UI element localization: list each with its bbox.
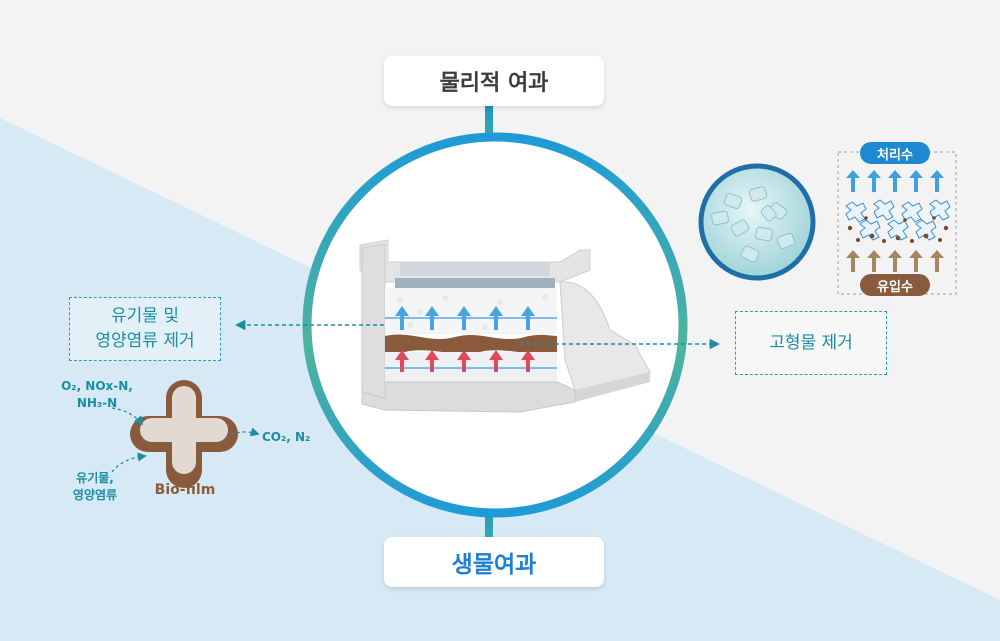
biofilm-input-top-arrow (111, 407, 144, 426)
solids-removal-box: 고형물 제거 (735, 311, 887, 375)
media-closeup (698, 163, 816, 281)
biofilm-input-bottom-line2: 영양염류 (72, 488, 118, 502)
organic-removal-line2: 영양염류 제거 (95, 331, 195, 351)
biofilm-label: Bio-film (154, 482, 216, 498)
physical-filtration-box: 물리적 여과 (384, 56, 604, 106)
biological-filtration-box: 생물여과 (384, 537, 604, 587)
solids-removal-label: 고형물 제거 (769, 332, 853, 353)
biological-filtration-label: 생물여과 (451, 552, 537, 578)
organic-removal-box: 유기물 및 영양염류 제거 (69, 297, 221, 361)
treated-water-label: 처리수 (877, 147, 913, 163)
biofilm-input-bottom-line1: 유기물, (76, 471, 114, 485)
media-flow-panel (837, 151, 957, 295)
inflow-water-label: 유입수 (877, 279, 913, 295)
sludge-layer (385, 334, 557, 354)
biofilm-output-label: CO₂, N₂ (262, 430, 311, 444)
biofilm-input-bottom: 유기물, 영양염류 (55, 470, 135, 504)
biofilm-input-top: O₂, NOx-N, NH₃-N (42, 378, 152, 412)
biofilm-input-top-line2: NH₃-N (76, 396, 118, 410)
organic-removal-line1: 유기물 및 (111, 306, 179, 326)
top-connector (485, 106, 493, 146)
treated-water-pill: 처리수 (860, 142, 930, 164)
filter-tank-illustration (359, 239, 651, 413)
physical-filtration-label: 물리적 여과 (439, 71, 549, 96)
biofilm-output-arrow (225, 427, 260, 439)
inflow-water-pill: 유입수 (860, 274, 930, 296)
biofilm-input-top-line1: O₂, NOx-N, (61, 379, 133, 393)
bottom-connector (485, 506, 493, 546)
biofilm-shape (130, 380, 238, 488)
